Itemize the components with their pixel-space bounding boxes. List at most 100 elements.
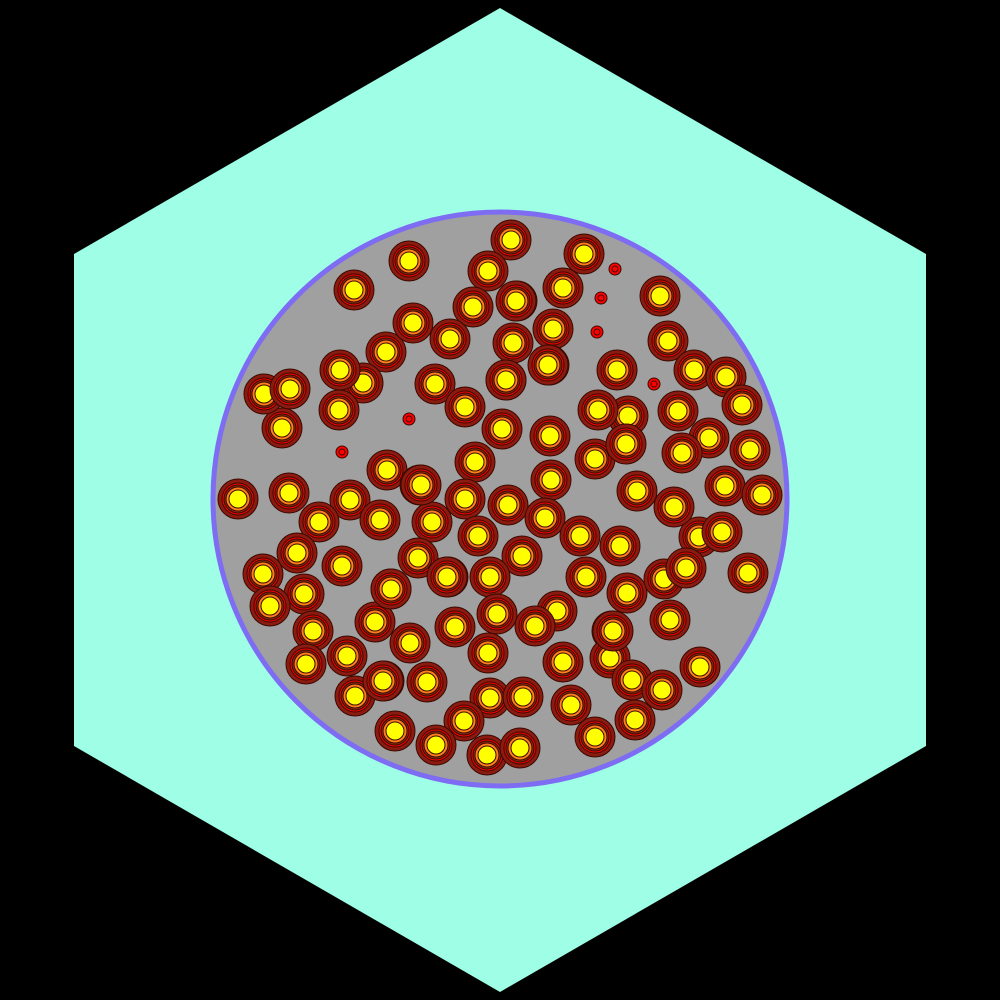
coated-fuel-particle (261, 407, 303, 449)
particle-layer-ring (425, 374, 445, 394)
particle-layer-ring (330, 360, 350, 380)
coated-fuel-particle (605, 423, 647, 465)
particle-layer-ring (455, 489, 475, 509)
particle-layer-ring (738, 563, 758, 583)
particle-layer-ring (574, 244, 594, 264)
particle-layer-ring (699, 428, 719, 448)
particle-layer-ring (400, 633, 420, 653)
particle-layer-ring (593, 328, 601, 336)
coated-fuel-particle (467, 250, 509, 292)
coated-fuel-particle (514, 605, 556, 647)
particle-layer-ring (377, 460, 397, 480)
particle-layer-ring (588, 400, 608, 420)
particle-layer-ring (668, 401, 688, 421)
coated-fuel-particle (276, 532, 318, 574)
coated-fuel-particle (443, 700, 485, 742)
particle-layer-ring (627, 481, 647, 501)
particle-layer-ring (715, 476, 735, 496)
particle-layer-ring (618, 406, 638, 426)
coated-fuel-particle (499, 727, 541, 769)
particle-layer-ring (600, 648, 620, 668)
particle-layer-ring (553, 278, 573, 298)
coated-fuel-particle (452, 286, 494, 328)
coated-fuel-particle (529, 415, 571, 457)
particle-layer-ring (676, 558, 696, 578)
particle-layer-ring (658, 331, 678, 351)
particle-layer-ring (455, 397, 475, 417)
particle-layer-ring (525, 616, 545, 636)
coated-fuel-particle (647, 320, 689, 362)
particle-layer-ring (553, 652, 573, 672)
particle-layer-ring (376, 342, 396, 362)
particle-layer-ring (332, 556, 352, 576)
coated-fuel-particle (596, 349, 638, 391)
particle-layer-ring (381, 579, 401, 599)
particle-layer-ring (454, 711, 474, 731)
coated-fuel-particle (318, 389, 360, 431)
particle-layer-ring (272, 418, 292, 438)
coated-fuel-particle (727, 552, 769, 594)
coated-fuel-particle (466, 734, 508, 776)
coated-fuel-particle (457, 515, 499, 557)
particle-layer-ring (752, 485, 772, 505)
coated-fuel-particle (574, 438, 616, 480)
coated-fuel-particle (606, 572, 648, 614)
particle-layer-ring (543, 319, 563, 339)
particle-layer-ring (338, 448, 346, 456)
particle-layer-ring (610, 536, 630, 556)
coated-fuel-particle (563, 233, 605, 275)
coated-fuel-particle (532, 308, 574, 350)
coated-fuel-particle (362, 660, 404, 702)
coated-fuel-particle (565, 556, 607, 598)
coated-fuel-particle (487, 484, 529, 526)
particle-layer-ring (345, 686, 365, 706)
particle-layer-ring (417, 672, 437, 692)
coated-fuel-particle (481, 408, 523, 450)
coated-fuel-particle (657, 390, 699, 432)
particle-layer-ring (477, 745, 497, 765)
coated-fuel-particle (704, 465, 746, 507)
particle-layer-ring (585, 727, 605, 747)
particle-layer-ring (329, 400, 349, 420)
coated-fuel-particle (649, 599, 691, 641)
particle-layer-ring (650, 286, 670, 306)
coated-fuel-particle (429, 318, 471, 360)
coated-fuel-particle (269, 368, 311, 410)
particle-layer-ring (422, 512, 442, 532)
particle-layer-ring (652, 680, 672, 700)
particle-layer-ring (426, 735, 446, 755)
particle-layer-ring (440, 329, 460, 349)
coated-fuel-particle (359, 499, 401, 541)
coated-fuel-particle (469, 556, 511, 598)
coated-fuel-particle (611, 659, 653, 701)
coated-fuel-particle (476, 593, 518, 635)
particle-layer-ring (570, 526, 590, 546)
coated-fuel-particle (217, 478, 259, 520)
particle-layer-ring (672, 443, 692, 463)
particle-layer-ring (480, 567, 500, 587)
particle-layer-ring (501, 230, 521, 250)
particle-layer-ring (478, 261, 498, 281)
particle-layer-ring (287, 543, 307, 563)
coated-fuel-particle (326, 635, 368, 677)
coated-fuel-particle (594, 291, 608, 305)
coated-fuel-particle (524, 497, 566, 539)
coated-fuel-particle (354, 601, 396, 643)
coated-fuel-particle (444, 478, 486, 520)
particle-layer-ring (279, 483, 299, 503)
particle-layer-ring (385, 721, 405, 741)
particle-layer-ring (468, 526, 488, 546)
coated-fuel-particle (467, 632, 509, 674)
coated-fuel-particle (249, 585, 291, 627)
particle-layer-ring (399, 251, 419, 271)
particle-layer-ring (576, 567, 596, 587)
particle-layer-ring (480, 688, 500, 708)
particle-layer-ring (405, 415, 413, 423)
coated-fuel-particle (643, 558, 685, 600)
particle-layer-ring (437, 567, 457, 587)
particle-layer-ring (309, 512, 329, 532)
coated-fuel-particle (614, 699, 656, 741)
coated-fuel-particle (550, 684, 592, 726)
coated-fuel-particle (388, 240, 430, 282)
coated-fuel-particle (283, 573, 325, 615)
